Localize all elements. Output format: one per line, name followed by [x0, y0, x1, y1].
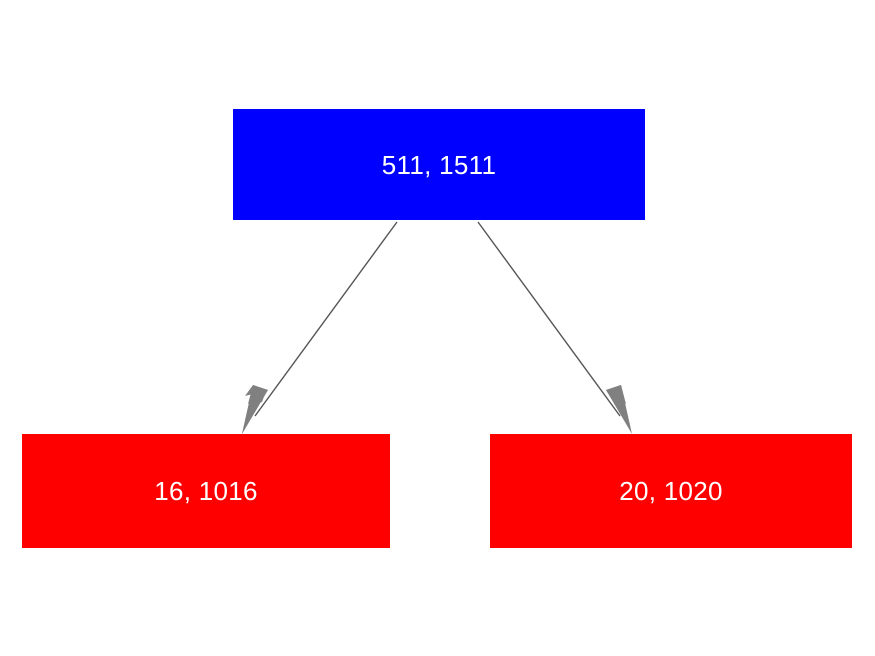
arrowhead-root-to-right-body	[606, 385, 632, 434]
tree-node-left-child[interactable]: 16, 1016	[22, 434, 390, 548]
edge-line-root-to-left	[254, 221, 398, 417]
arrowhead-root-to-left	[242, 385, 266, 434]
arrowhead-root-to-left-body	[242, 385, 268, 434]
tree-node-root[interactable]: 511, 1511	[233, 109, 645, 220]
arrowhead-root-to-right-barb	[606, 385, 626, 404]
edge-root-to-left	[242, 221, 398, 434]
tree-node-left-child-label: 16, 1016	[154, 476, 258, 506]
arrowhead-root-to-left-barb	[248, 385, 268, 404]
tree-node-right-child-label: 20, 1020	[619, 476, 723, 506]
edge-root-to-right	[477, 221, 632, 434]
tree-node-right-child[interactable]: 20, 1020	[490, 434, 852, 548]
edge-line-root-to-right	[477, 221, 621, 417]
tree-node-root-label: 511, 1511	[381, 149, 497, 180]
